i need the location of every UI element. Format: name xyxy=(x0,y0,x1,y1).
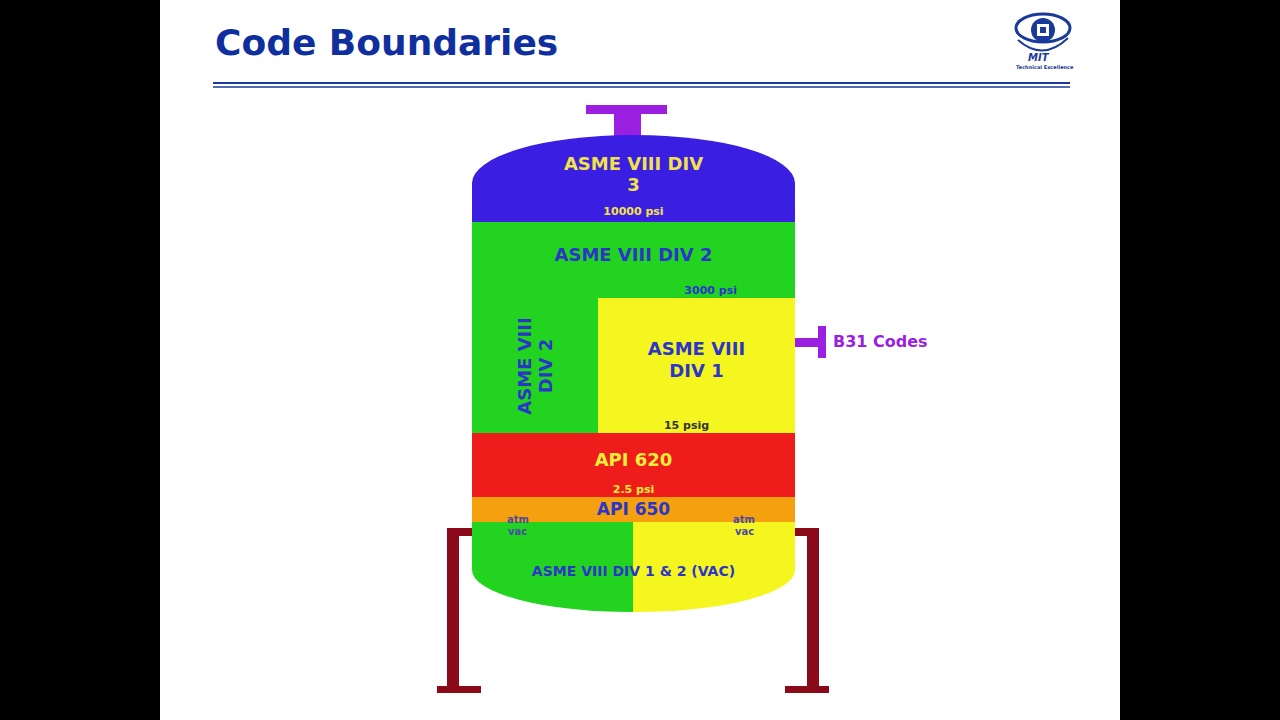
api620-band: API 620 2.5 psi xyxy=(472,433,795,497)
logo-tagline: Technical Excellence xyxy=(1016,64,1073,71)
code-callout: B31 Codes xyxy=(833,333,928,351)
logo-emblem xyxy=(1016,14,1070,51)
div1-region: ASME VIII DIV 1 15 psig xyxy=(598,298,795,434)
div3-dome: ASME VIII DIV 3 10000 psi xyxy=(472,135,795,223)
pressure-limit: 3000 psi xyxy=(472,284,795,297)
pressure-limit: 15 psig xyxy=(598,419,795,432)
div2-band: ASME VIII DIV 2 3000 psi xyxy=(472,222,795,298)
code-name: ASME VIII DIV 1 & 2 (VAC) xyxy=(472,562,795,580)
pressure-limit: 10000 psi xyxy=(472,205,795,218)
slide-title: Code Boundaries xyxy=(215,22,558,63)
title-rule xyxy=(213,82,1070,84)
code-name: ASME VIII DIV 1 xyxy=(637,338,757,382)
code-name: ASME VIII DIV 3 xyxy=(559,153,709,195)
code-name: API 620 xyxy=(472,449,795,471)
atm-label: atm xyxy=(733,514,755,526)
atm-label: atm xyxy=(507,514,529,526)
vac-label: vac xyxy=(508,526,527,538)
title-rule xyxy=(213,86,1070,88)
div2-column: ASME VIII DIV 2 xyxy=(472,298,598,434)
vac-label: vac xyxy=(735,526,754,538)
atm-boundary-line xyxy=(472,521,795,523)
side-nozzle xyxy=(790,326,826,358)
code-name: ASME VIII DIV 2 xyxy=(472,244,795,266)
pressure-limit: 2.5 psi xyxy=(472,484,795,496)
code-name: ASME VIII DIV 2 xyxy=(514,310,556,422)
logo-text: MIT xyxy=(1028,52,1049,64)
top-nozzle xyxy=(586,105,667,138)
